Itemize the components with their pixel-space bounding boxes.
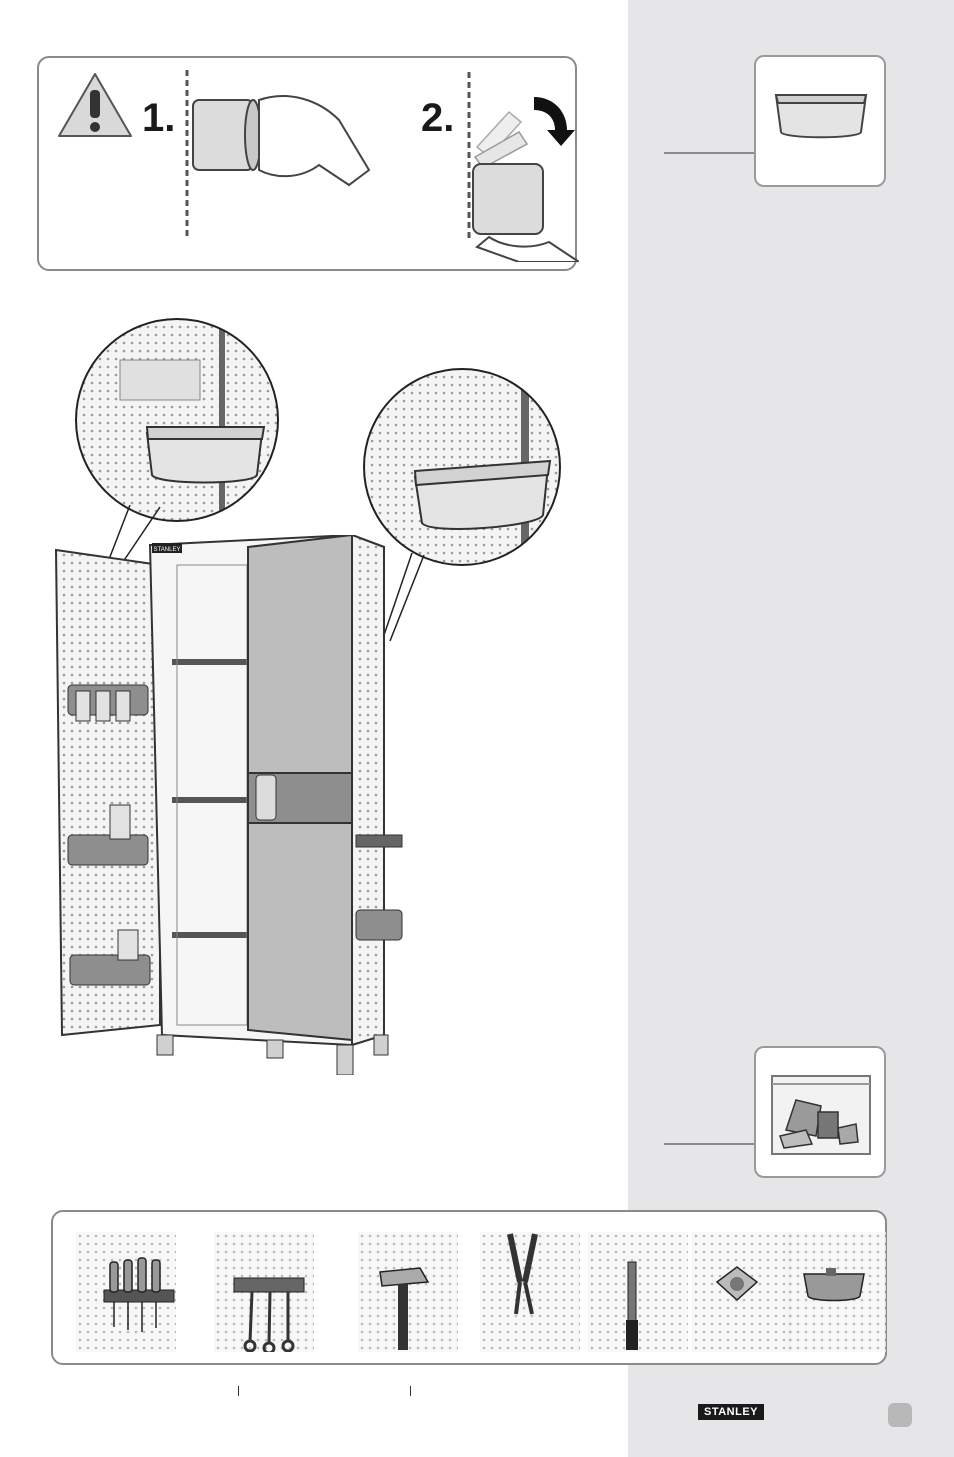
leader-line-hardware (664, 1143, 754, 1145)
step-2-illustration (459, 72, 579, 262)
hardware-bag-thumbnail (754, 1046, 886, 1178)
small-bin-icon (786, 1232, 886, 1352)
warning-triangle-icon (55, 70, 135, 140)
footer-tick-right (410, 1386, 411, 1396)
zoom-detail-left (72, 315, 282, 525)
bin-icon (771, 87, 871, 147)
stanley-logo: STANLEY (698, 1404, 764, 1420)
cabinet-badge: STANLEY (154, 547, 181, 553)
footer-tick-left (238, 1386, 239, 1396)
screwdriver-holder-icon (76, 1232, 176, 1352)
single-hook-icon (588, 1232, 688, 1352)
cabinet-illustration: STANLEY (52, 535, 412, 1075)
step-1-illustration (179, 70, 379, 250)
pliers-hook-icon (480, 1232, 580, 1352)
step-1-label: 1. (142, 96, 175, 141)
tape-holder-icon (692, 1232, 792, 1352)
leader-line-bin (664, 152, 754, 154)
hardware-bag-icon (766, 1070, 876, 1160)
bin-part-thumbnail (754, 55, 886, 187)
hammer-hook-icon (358, 1232, 458, 1352)
instruction-panel: 1. 2. (37, 56, 577, 271)
page-number-badge (888, 1403, 912, 1427)
wrench-holder-icon (214, 1232, 314, 1352)
rotate-arrow-icon (534, 97, 575, 146)
step-2-label: 2. (421, 96, 454, 141)
